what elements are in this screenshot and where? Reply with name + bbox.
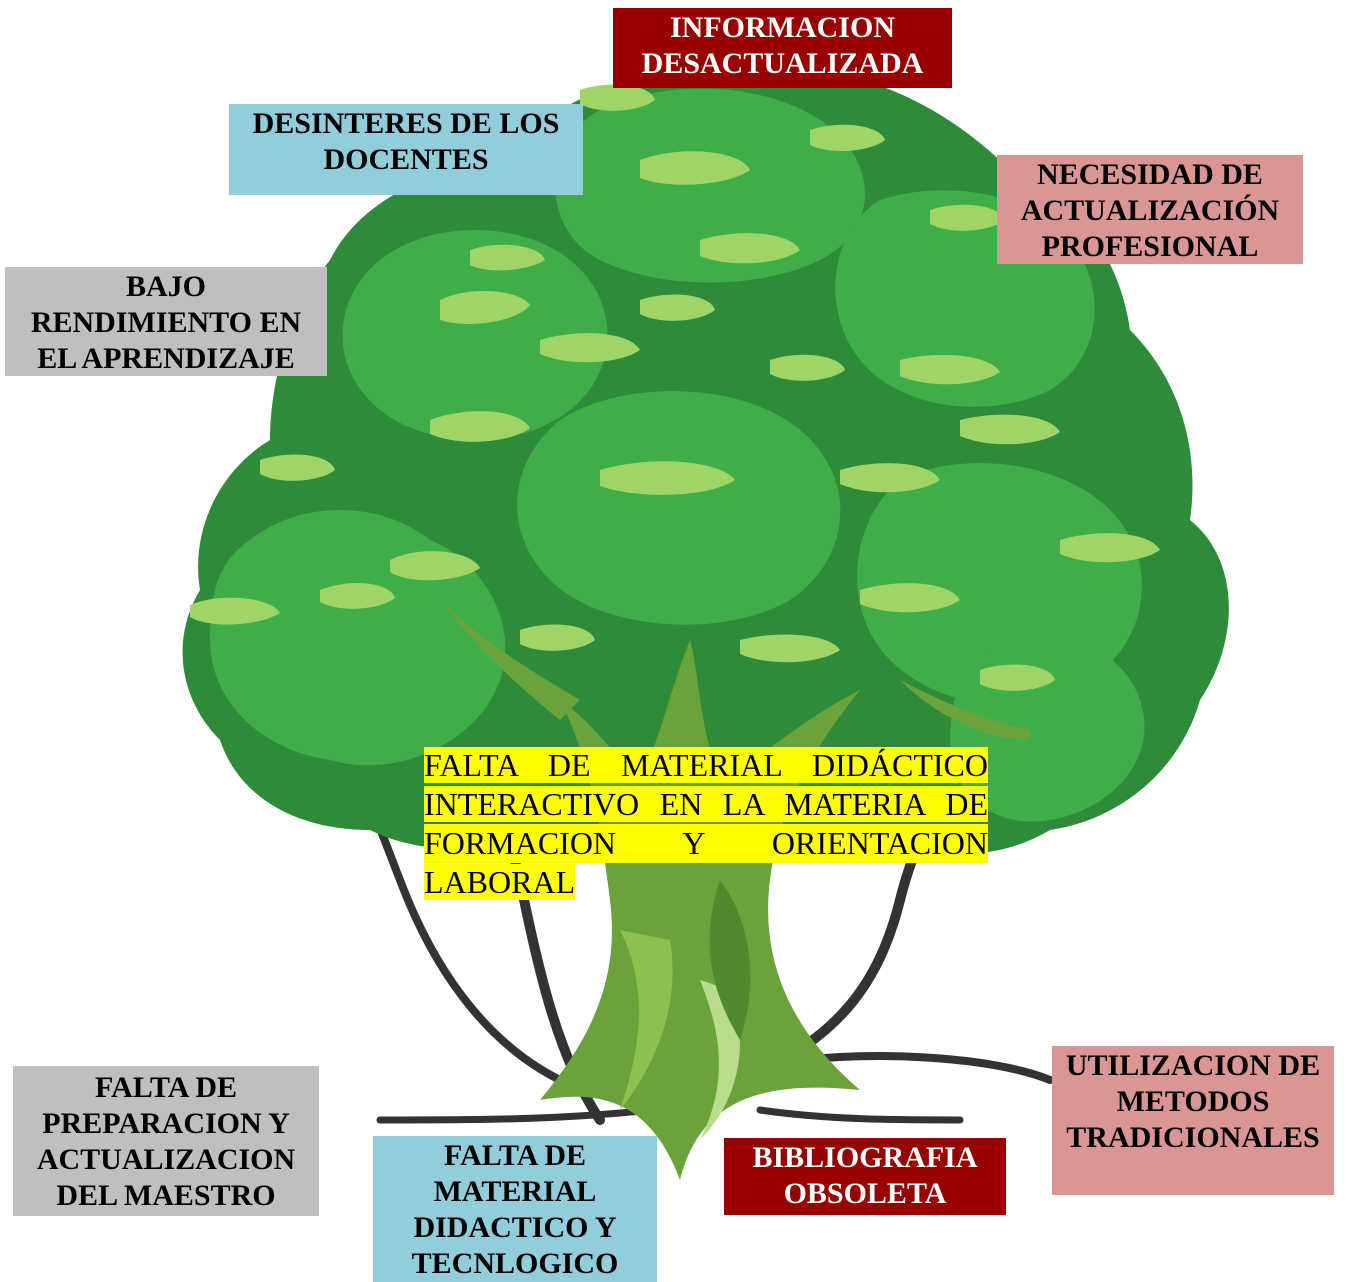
- effect-necesidad-actualizacion: NECESIDAD DE ACTUALIZACIÓN PROFESIONAL: [997, 155, 1303, 264]
- effect-desinteres-docentes: DESINTERES DE LOS DOCENTES: [229, 104, 583, 195]
- effect-informacion-desactualizada: INFORMACION DESACTUALIZADA: [613, 8, 952, 88]
- central-problem-line-2: INTERACTIVO EN LA MATERIA DE: [424, 786, 988, 822]
- cause-metodos-text: UTILIZACION DE METODOS TRADICIONALES: [1065, 1049, 1321, 1154]
- effect-desinteres-text: DESINTERES DE LOS DOCENTES: [252, 107, 560, 176]
- central-problem-line-4: LABORAL: [424, 864, 576, 900]
- effect-bajo-rendimiento: BAJO RENDIMIENTO EN EL APRENDIZAJE: [5, 267, 327, 376]
- cause-bibliografia-obsoleta: BIBLIOGRAFIA OBSOLETA: [724, 1138, 1006, 1215]
- cause-falta-material-text: FALTA DE MATERIAL DIDACTICO Y TECNLOGICO: [411, 1139, 619, 1280]
- central-problem-line-1: FALTA DE MATERIAL DIDÁCTICO: [424, 747, 988, 783]
- foliage-light: [190, 84, 1160, 691]
- effect-necesidad-text: NECESIDAD DE ACTUALIZACIÓN PROFESIONAL: [1020, 158, 1280, 263]
- cause-falta-material: FALTA DE MATERIAL DIDACTICO Y TECNLOGICO: [373, 1136, 657, 1282]
- central-problem: FALTA DE MATERIAL DIDÁCTICO INTERACTIVO …: [424, 746, 988, 914]
- cause-falta-preparacion-text: FALTA DE PREPARACION Y ACTUALIZACION DEL…: [36, 1071, 296, 1212]
- effect-informacion-text: INFORMACION DESACTUALIZADA: [641, 11, 924, 80]
- cause-falta-preparacion: FALTA DE PREPARACION Y ACTUALIZACION DEL…: [13, 1066, 319, 1216]
- cause-metodos-tradicionales: UTILIZACION DE METODOS TRADICIONALES: [1052, 1046, 1334, 1195]
- central-problem-line-3: FORMACION Y ORIENTACION: [424, 824, 988, 863]
- cause-bibliografia-text: BIBLIOGRAFIA OBSOLETA: [752, 1141, 978, 1210]
- effect-bajo-rendimiento-text: BAJO RENDIMIENTO EN EL APRENDIZAJE: [30, 270, 302, 375]
